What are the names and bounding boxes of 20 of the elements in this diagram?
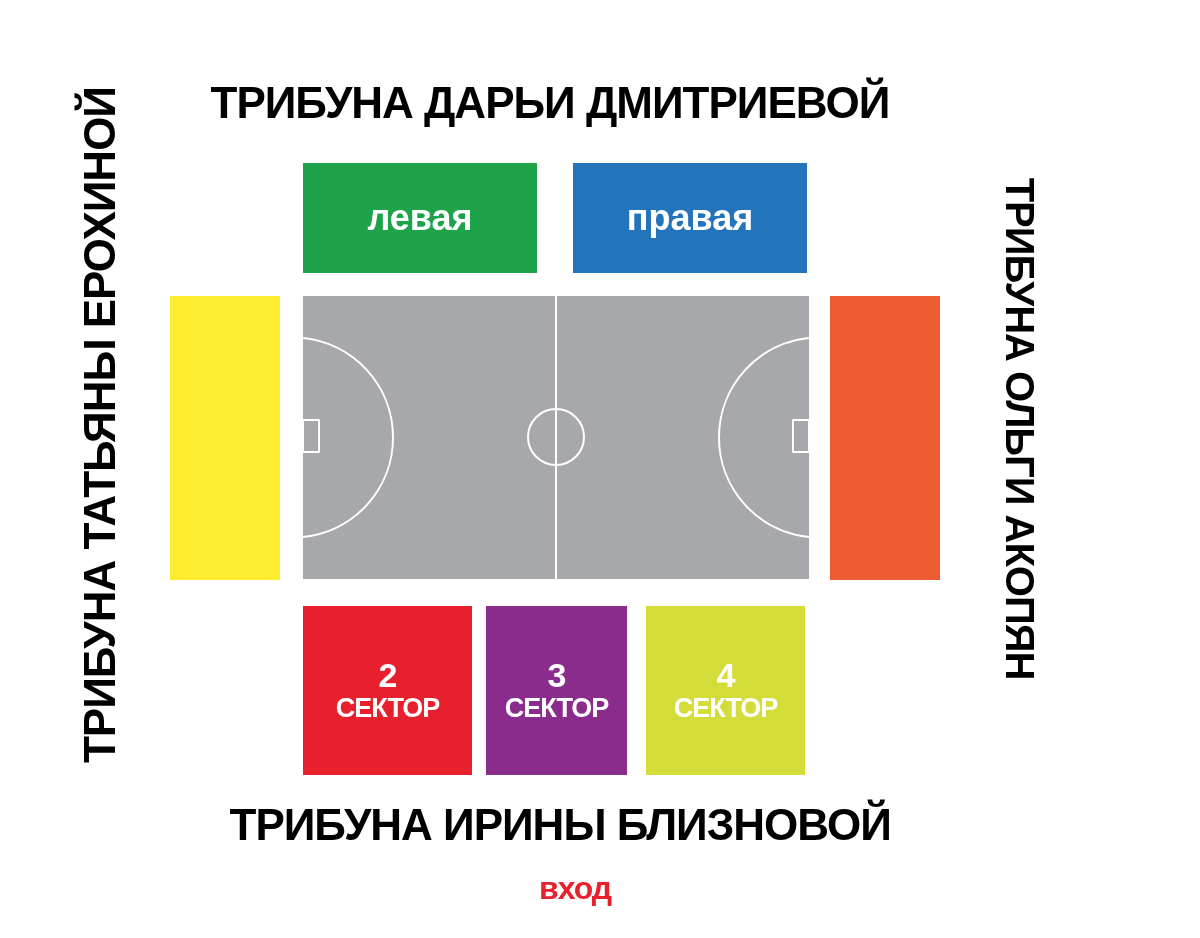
stand-section <box>303 163 537 273</box>
sector-block <box>646 606 805 775</box>
sector-block <box>303 606 472 775</box>
sector-block <box>486 606 627 775</box>
section-label: СЕКТОР <box>335 694 440 725</box>
stand-section <box>170 296 280 580</box>
stand-title: ТРИБУНА ИРИНЫ БЛИЗНОВОЙ <box>229 800 891 850</box>
sector-number: 3 <box>547 656 566 695</box>
sector-number: 2 <box>378 656 397 695</box>
stand-title: ТРИБУНА ОЛЬГИ АКОПЯН <box>997 177 1043 679</box>
stand-title: ТРИБУНА ДАРЬИ ДМИТРИЕВОЙ <box>210 78 890 128</box>
entrance-label: вход <box>539 869 612 907</box>
section-label: СЕКТОР <box>673 694 778 725</box>
stand-title: ТРИБУНА ТАТЬЯНЫ ЕРОХИНОЙ <box>75 87 125 763</box>
section-label: СЕКТОР <box>504 694 609 725</box>
stand-section <box>573 163 807 273</box>
stand-section <box>830 296 940 580</box>
section-label: правая <box>626 198 754 238</box>
section-label: левая <box>367 198 473 238</box>
sector-number: 4 <box>716 656 735 695</box>
